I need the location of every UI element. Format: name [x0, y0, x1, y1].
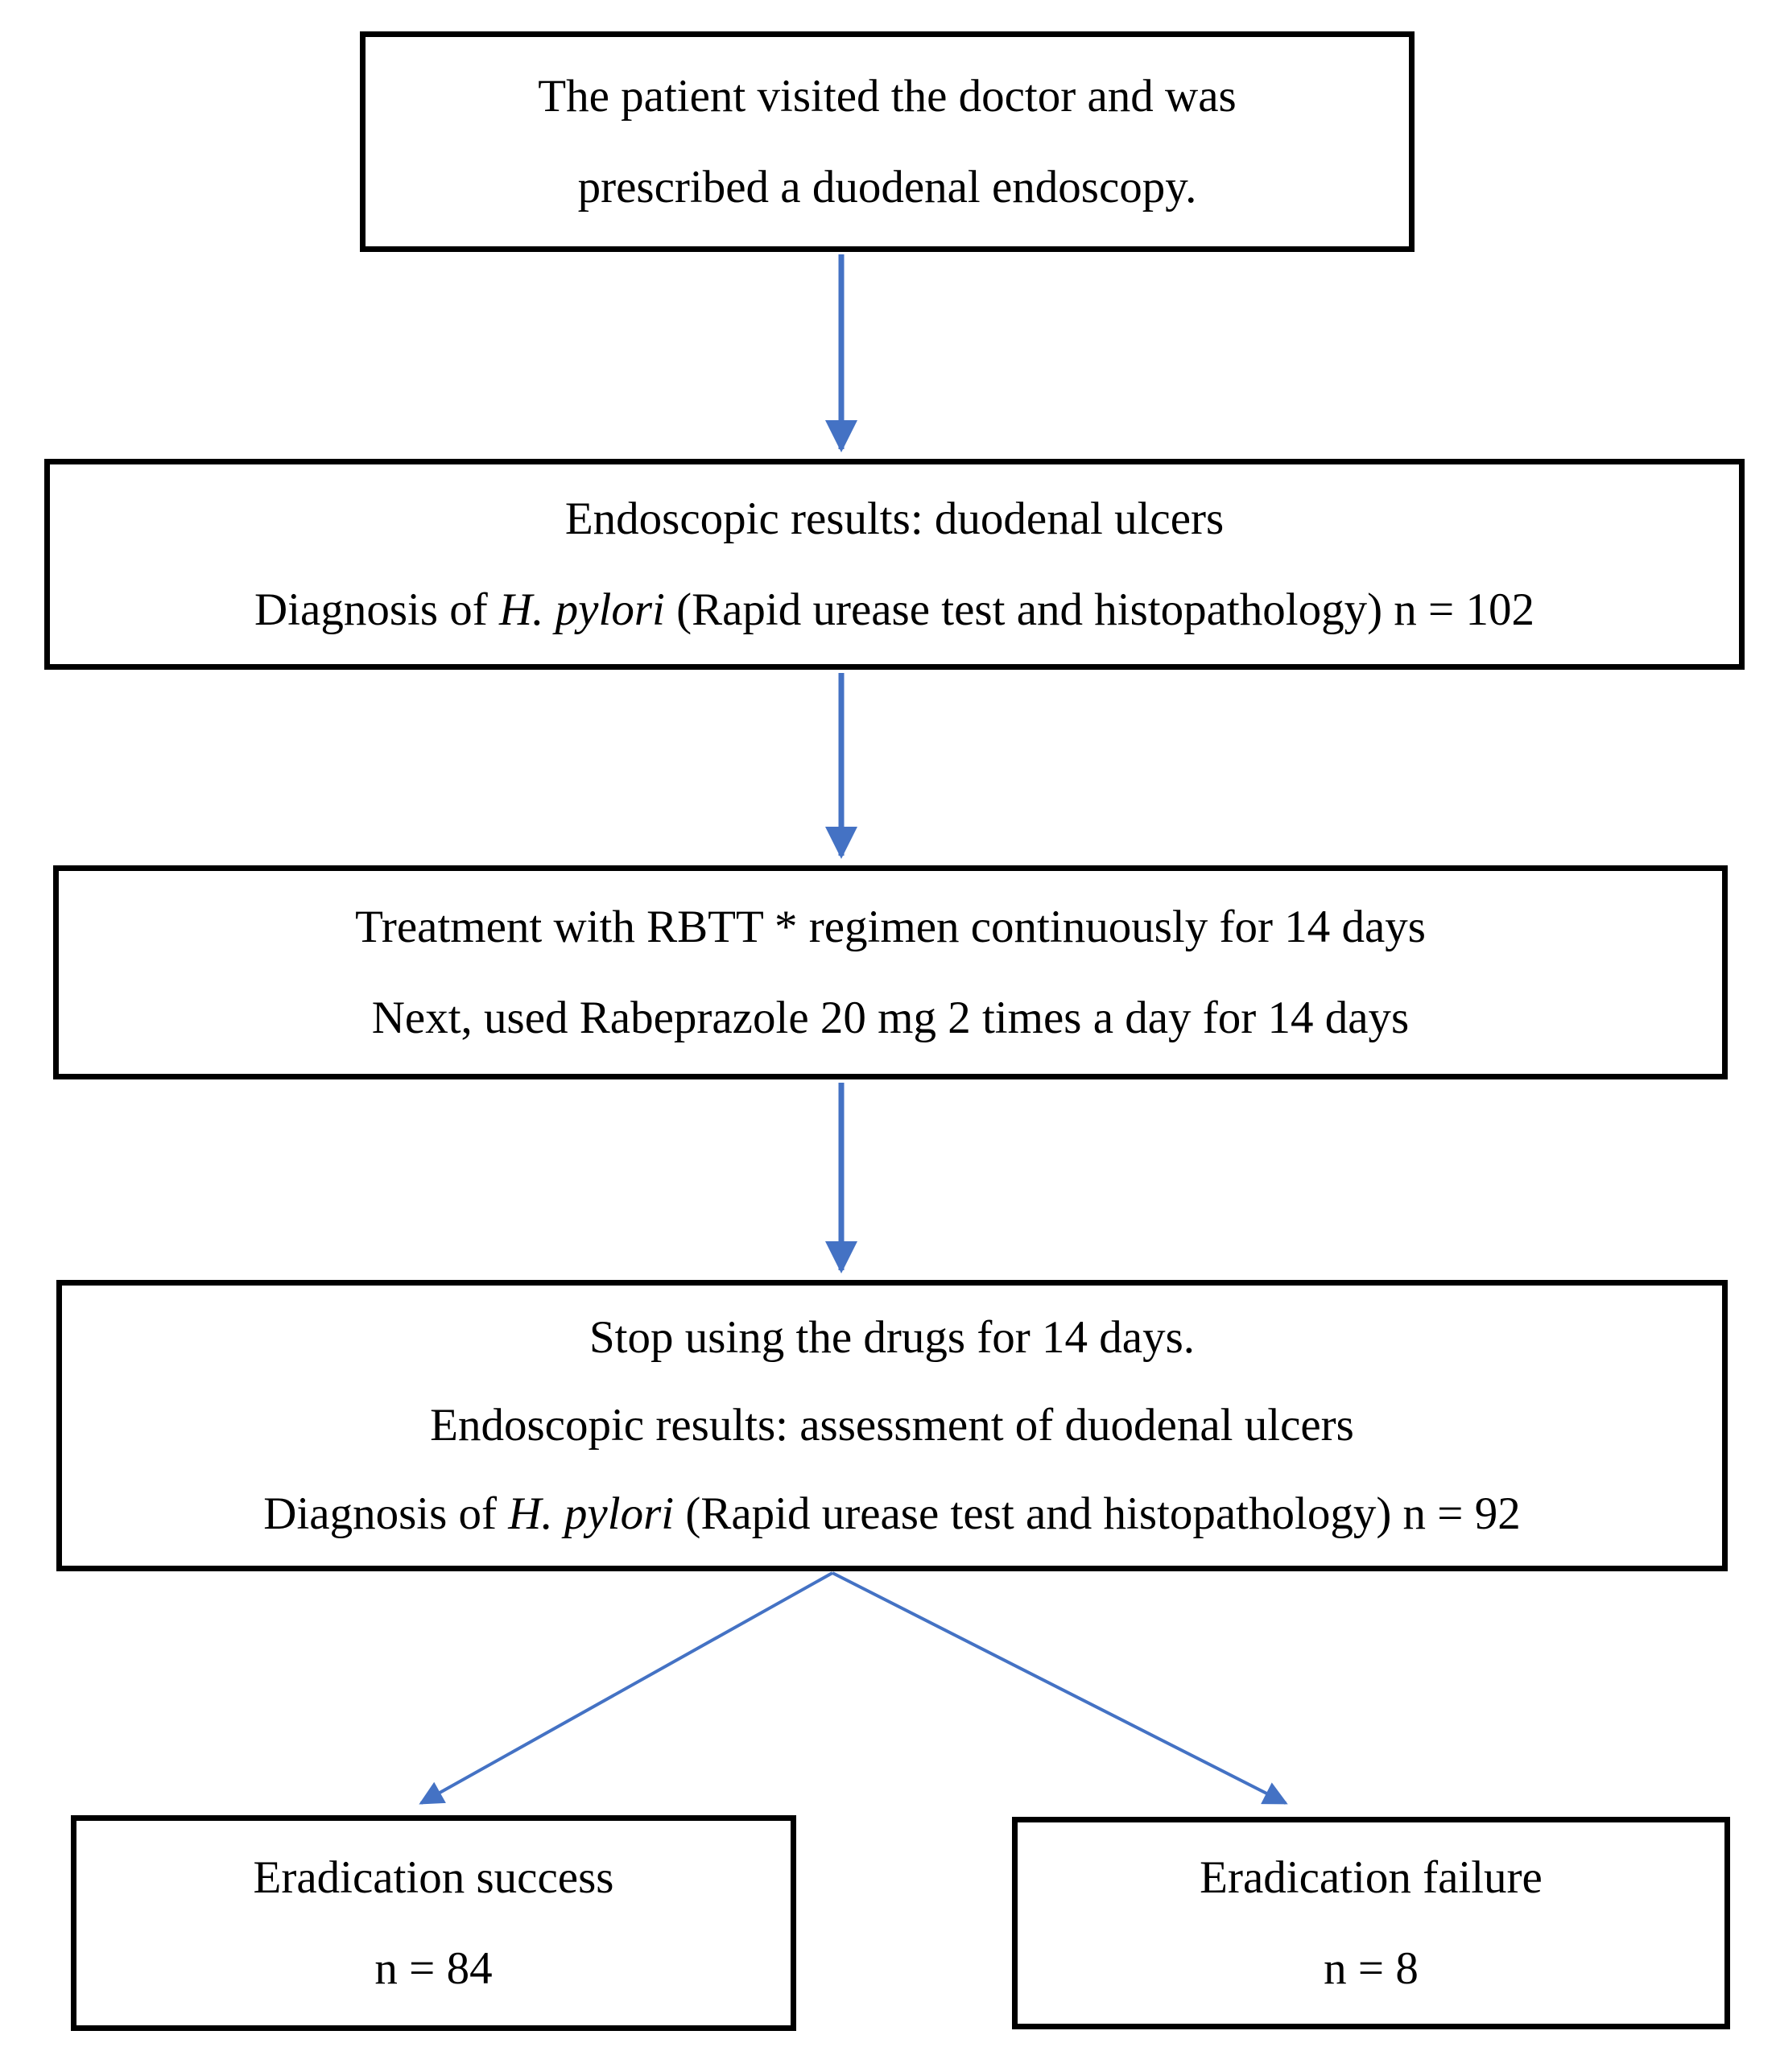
node-text-line: n = 84 [374, 1943, 493, 1994]
node-treatment-regimen: Treatment with RBTT * regimen continuous… [53, 865, 1728, 1079]
text-segment: Diagnosis of [263, 1488, 509, 1539]
node-text-line: Stop using the drugs for 14 days. [589, 1312, 1196, 1364]
node-followup-assessment: Stop using the drugs for 14 days. Endosc… [56, 1280, 1728, 1571]
node-text-line: Eradication failure [1200, 1851, 1543, 1903]
node-text-line: Diagnosis of H. pylori (Rapid urease tes… [263, 1485, 1520, 1542]
node-text-line: The patient visited the doctor and was [538, 70, 1237, 122]
node-text-line: prescribed a duodenal endoscopy. [577, 162, 1197, 213]
node-text-line: Eradication success [253, 1851, 614, 1903]
node-text-line: Endoscopic results: assessment of duoden… [430, 1400, 1354, 1451]
node-text-line: Next, used Rabeprazole 20 mg 2 times a d… [371, 993, 1410, 1043]
node-text-line: Endoscopic results: duodenal ulcers [564, 493, 1225, 544]
h-pylori-italic: H. pylori [508, 1488, 675, 1539]
node-text-line: n = 8 [1324, 1943, 1419, 1994]
h-pylori-italic: H. pylori [499, 584, 665, 635]
node-eradication-failure: Eradication failure n = 8 [1012, 1817, 1730, 2029]
node-text-line: Treatment with RBTT * regimen continuous… [355, 901, 1426, 952]
arrow-branch-left-icon [419, 1571, 833, 1805]
text-segment: (Rapid urease test and histopathology) n… [674, 1488, 1521, 1539]
arrow-branch-right-icon [832, 1571, 1288, 1805]
node-endoscopic-results: Endoscopic results: duodenal ulcers Diag… [44, 459, 1745, 670]
node-patient-visit: The patient visited the doctor and was p… [360, 31, 1415, 252]
node-eradication-success: Eradication success n = 84 [71, 1815, 796, 2031]
text-segment: Diagnosis of [254, 584, 500, 635]
node-text-line: Diagnosis of H. pylori (Rapid urease tes… [254, 581, 1534, 638]
text-segment: (Rapid urease test and histopathology) n… [664, 584, 1534, 635]
